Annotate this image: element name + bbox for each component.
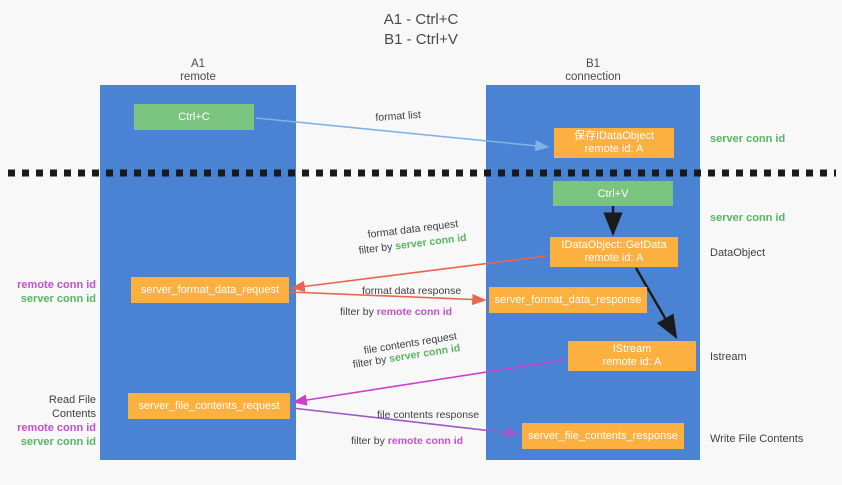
- page-title: A1 - Ctrl+C B1 - Ctrl+V: [0, 10, 842, 50]
- box-ctrl-v[interactable]: Ctrl+V: [553, 181, 673, 206]
- label-remote-conn-id-2: remote conn id: [17, 422, 96, 434]
- arrow-label-filter-2: filter by remote conn id: [340, 306, 452, 318]
- arrow-label-file-contents-response: file contents response: [377, 409, 480, 421]
- label-remote-conn-id-1: remote conn id: [17, 279, 96, 291]
- lane-header-b1: B1 connection: [510, 58, 676, 84]
- title-line-1: A1 - Ctrl+C: [383, 11, 459, 28]
- box-ctrl-v-label: Ctrl+V: [597, 187, 629, 200]
- box-server-format-data-request-label: server_format_data_request: [140, 283, 280, 296]
- label-server-conn-id-top: server conn id: [710, 133, 786, 145]
- filter-prefix-4: filter by: [351, 435, 388, 447]
- box-istream-line2: remote id: A: [602, 356, 662, 368]
- box-getdata-line2: remote id: A: [584, 252, 644, 264]
- box-save-idataobject[interactable]: 保存IDataObject remote id: A: [554, 128, 674, 158]
- box-getdata-line1: IDataObject::GetData: [561, 239, 667, 251]
- box-server-file-contents-response-label: server_file_contents_response: [528, 429, 678, 442]
- box-istream[interactable]: IStream remote id: A: [568, 341, 696, 371]
- lane-a1-name: A1: [190, 58, 206, 70]
- box-ctrl-c-label: Ctrl+C: [178, 111, 210, 123]
- box-server-file-contents-request[interactable]: server_file_contents_request: [128, 393, 290, 419]
- lane-b1-sub: connection: [565, 71, 621, 83]
- arrow-label-format-list: format list: [375, 108, 422, 124]
- box-istream-line1: IStream: [612, 343, 652, 355]
- box-server-file-contents-request-label: server_file_contents_request: [138, 399, 280, 412]
- label-server-conn-id-left-2: server conn id: [20, 436, 96, 448]
- filter-value-4: remote conn id: [387, 435, 464, 447]
- arrow-label-format-data-response: format data response: [362, 285, 462, 297]
- box-server-file-contents-response[interactable]: server_file_contents_response: [522, 423, 684, 449]
- label-dataobject: DataObject: [710, 247, 766, 259]
- label-left-conn-ids-bottom: Read File Contents remote conn id server…: [8, 393, 96, 449]
- box-idataobject-getdata[interactable]: IDataObject::GetData remote id: A: [550, 237, 678, 267]
- label-server-conn-id-left-1: server conn id: [20, 293, 96, 305]
- arrow-label-filter-4: filter by remote conn id: [351, 435, 463, 447]
- lane-b1-name: B1: [585, 58, 601, 70]
- box-server-format-data-request[interactable]: server_format_data_request: [131, 277, 289, 303]
- box-server-format-data-response[interactable]: server_format_data_response: [489, 287, 647, 313]
- label-read-file-contents: Read File Contents: [48, 394, 96, 420]
- lane-header-a1: A1 remote: [120, 58, 276, 84]
- label-server-conn-id-second: server conn id: [710, 212, 786, 224]
- title-line-2: B1 - Ctrl+V: [384, 31, 458, 48]
- box-server-format-data-response-label: server_format_data_response: [494, 293, 642, 306]
- lane-a1-sub: remote: [180, 71, 216, 83]
- filter-value-2: remote conn id: [376, 306, 453, 318]
- filter-prefix-3: filter by: [352, 353, 391, 371]
- box-ctrl-c[interactable]: Ctrl+C: [134, 104, 254, 130]
- filter-prefix-2: filter by: [340, 306, 377, 318]
- label-istream: Istream: [710, 351, 747, 363]
- box-save-idataobject-line2: remote id: A: [584, 143, 644, 155]
- label-left-conn-ids-top: remote conn id server conn id: [8, 278, 96, 306]
- box-save-idataobject-line1: 保存IDataObject: [573, 130, 655, 142]
- filter-prefix-1: filter by: [358, 240, 396, 257]
- label-write-file-contents: Write File Contents: [710, 433, 804, 445]
